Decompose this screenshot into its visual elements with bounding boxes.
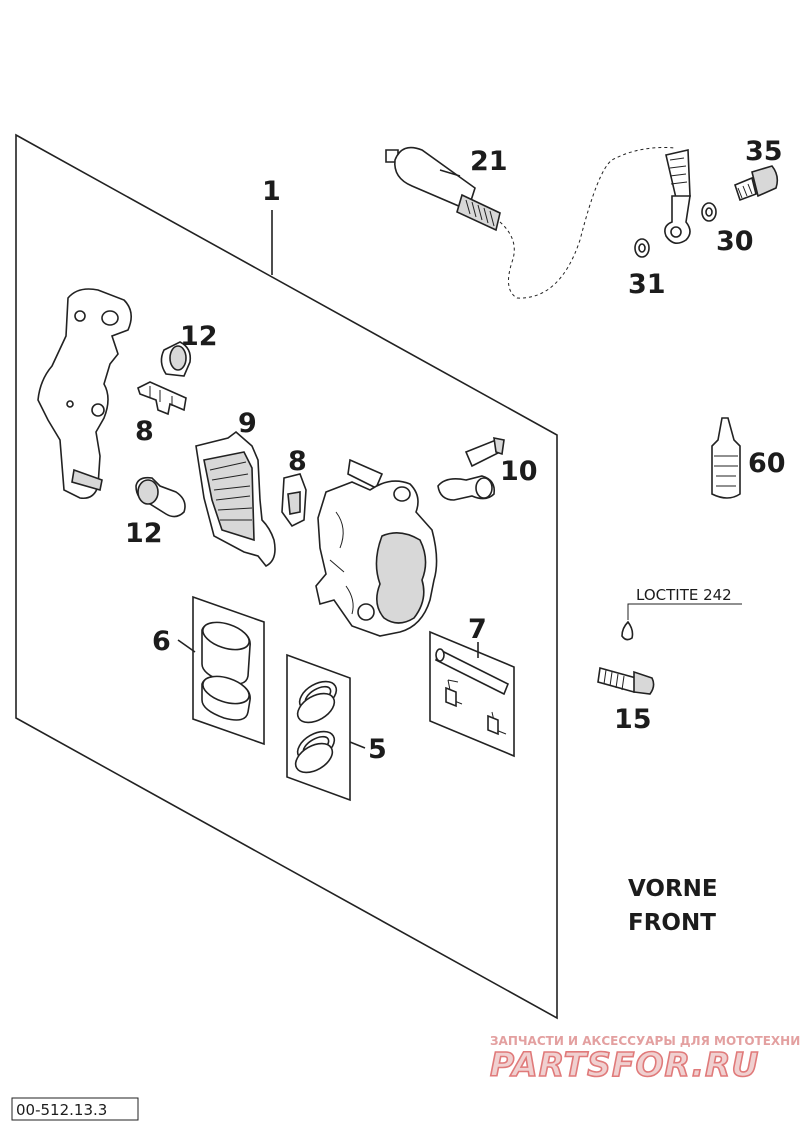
loctite-tube-part bbox=[711, 417, 741, 499]
callout-7: 7 bbox=[468, 614, 487, 645]
callout-5: 5 bbox=[368, 734, 387, 765]
pin-kit-part bbox=[429, 630, 515, 758]
leader-line-5 bbox=[349, 741, 366, 749]
bolt-15-part bbox=[597, 603, 742, 695]
bushing-12-upper-part bbox=[160, 341, 192, 377]
guide-pin-12-lower-part bbox=[135, 476, 186, 518]
region-label-vorne: VORNE bbox=[628, 876, 718, 902]
drawing-code: 00-512.13.3 bbox=[16, 1101, 107, 1119]
watermark-subtitle: ЗАПЧАСТИ И АКСЕССУАРЫ ДЛЯ МОТОТЕХНИКИ bbox=[490, 1034, 800, 1048]
callout-30: 30 bbox=[716, 226, 754, 257]
callout-31: 31 bbox=[628, 269, 666, 300]
callout-1: 1 bbox=[262, 176, 281, 207]
bleeder-valve-part bbox=[437, 436, 505, 501]
callout-21: 21 bbox=[470, 146, 508, 177]
seal-kit-part bbox=[286, 653, 351, 802]
region-label-front: FRONT bbox=[628, 910, 716, 936]
callout-12-lower: 12 bbox=[125, 518, 163, 549]
banjo-bolt-part bbox=[734, 165, 779, 202]
washer-31-hole bbox=[638, 243, 646, 253]
callout-12-upper: 12 bbox=[180, 321, 218, 352]
callout-8-right: 8 bbox=[288, 446, 307, 477]
callout-35: 35 bbox=[745, 136, 783, 167]
washer-30-hole bbox=[705, 207, 713, 217]
pad-spring-8a-part bbox=[137, 381, 187, 416]
brake-pad-part bbox=[195, 430, 276, 568]
piston-set-part bbox=[192, 595, 265, 746]
caliper-body-part bbox=[315, 458, 438, 637]
callout-60: 60 bbox=[748, 448, 786, 479]
watermark-logo: PARTSFOR.RU bbox=[490, 1045, 759, 1084]
leader-line-6 bbox=[177, 639, 196, 653]
callout-9: 9 bbox=[238, 408, 257, 439]
leader-line-21 bbox=[439, 169, 461, 177]
callout-10: 10 bbox=[500, 456, 538, 487]
assembly-panel bbox=[15, 133, 558, 1020]
brake-hose-part bbox=[385, 146, 691, 299]
loctite-note: LOCTITE 242 bbox=[636, 586, 732, 604]
callout-15: 15 bbox=[614, 704, 652, 735]
pad-spring-8b-part bbox=[281, 473, 307, 528]
callout-6: 6 bbox=[152, 626, 171, 657]
caliper-bracket-part bbox=[37, 288, 132, 500]
callout-8-left: 8 bbox=[135, 416, 154, 447]
drawing-code-box bbox=[11, 1097, 139, 1121]
